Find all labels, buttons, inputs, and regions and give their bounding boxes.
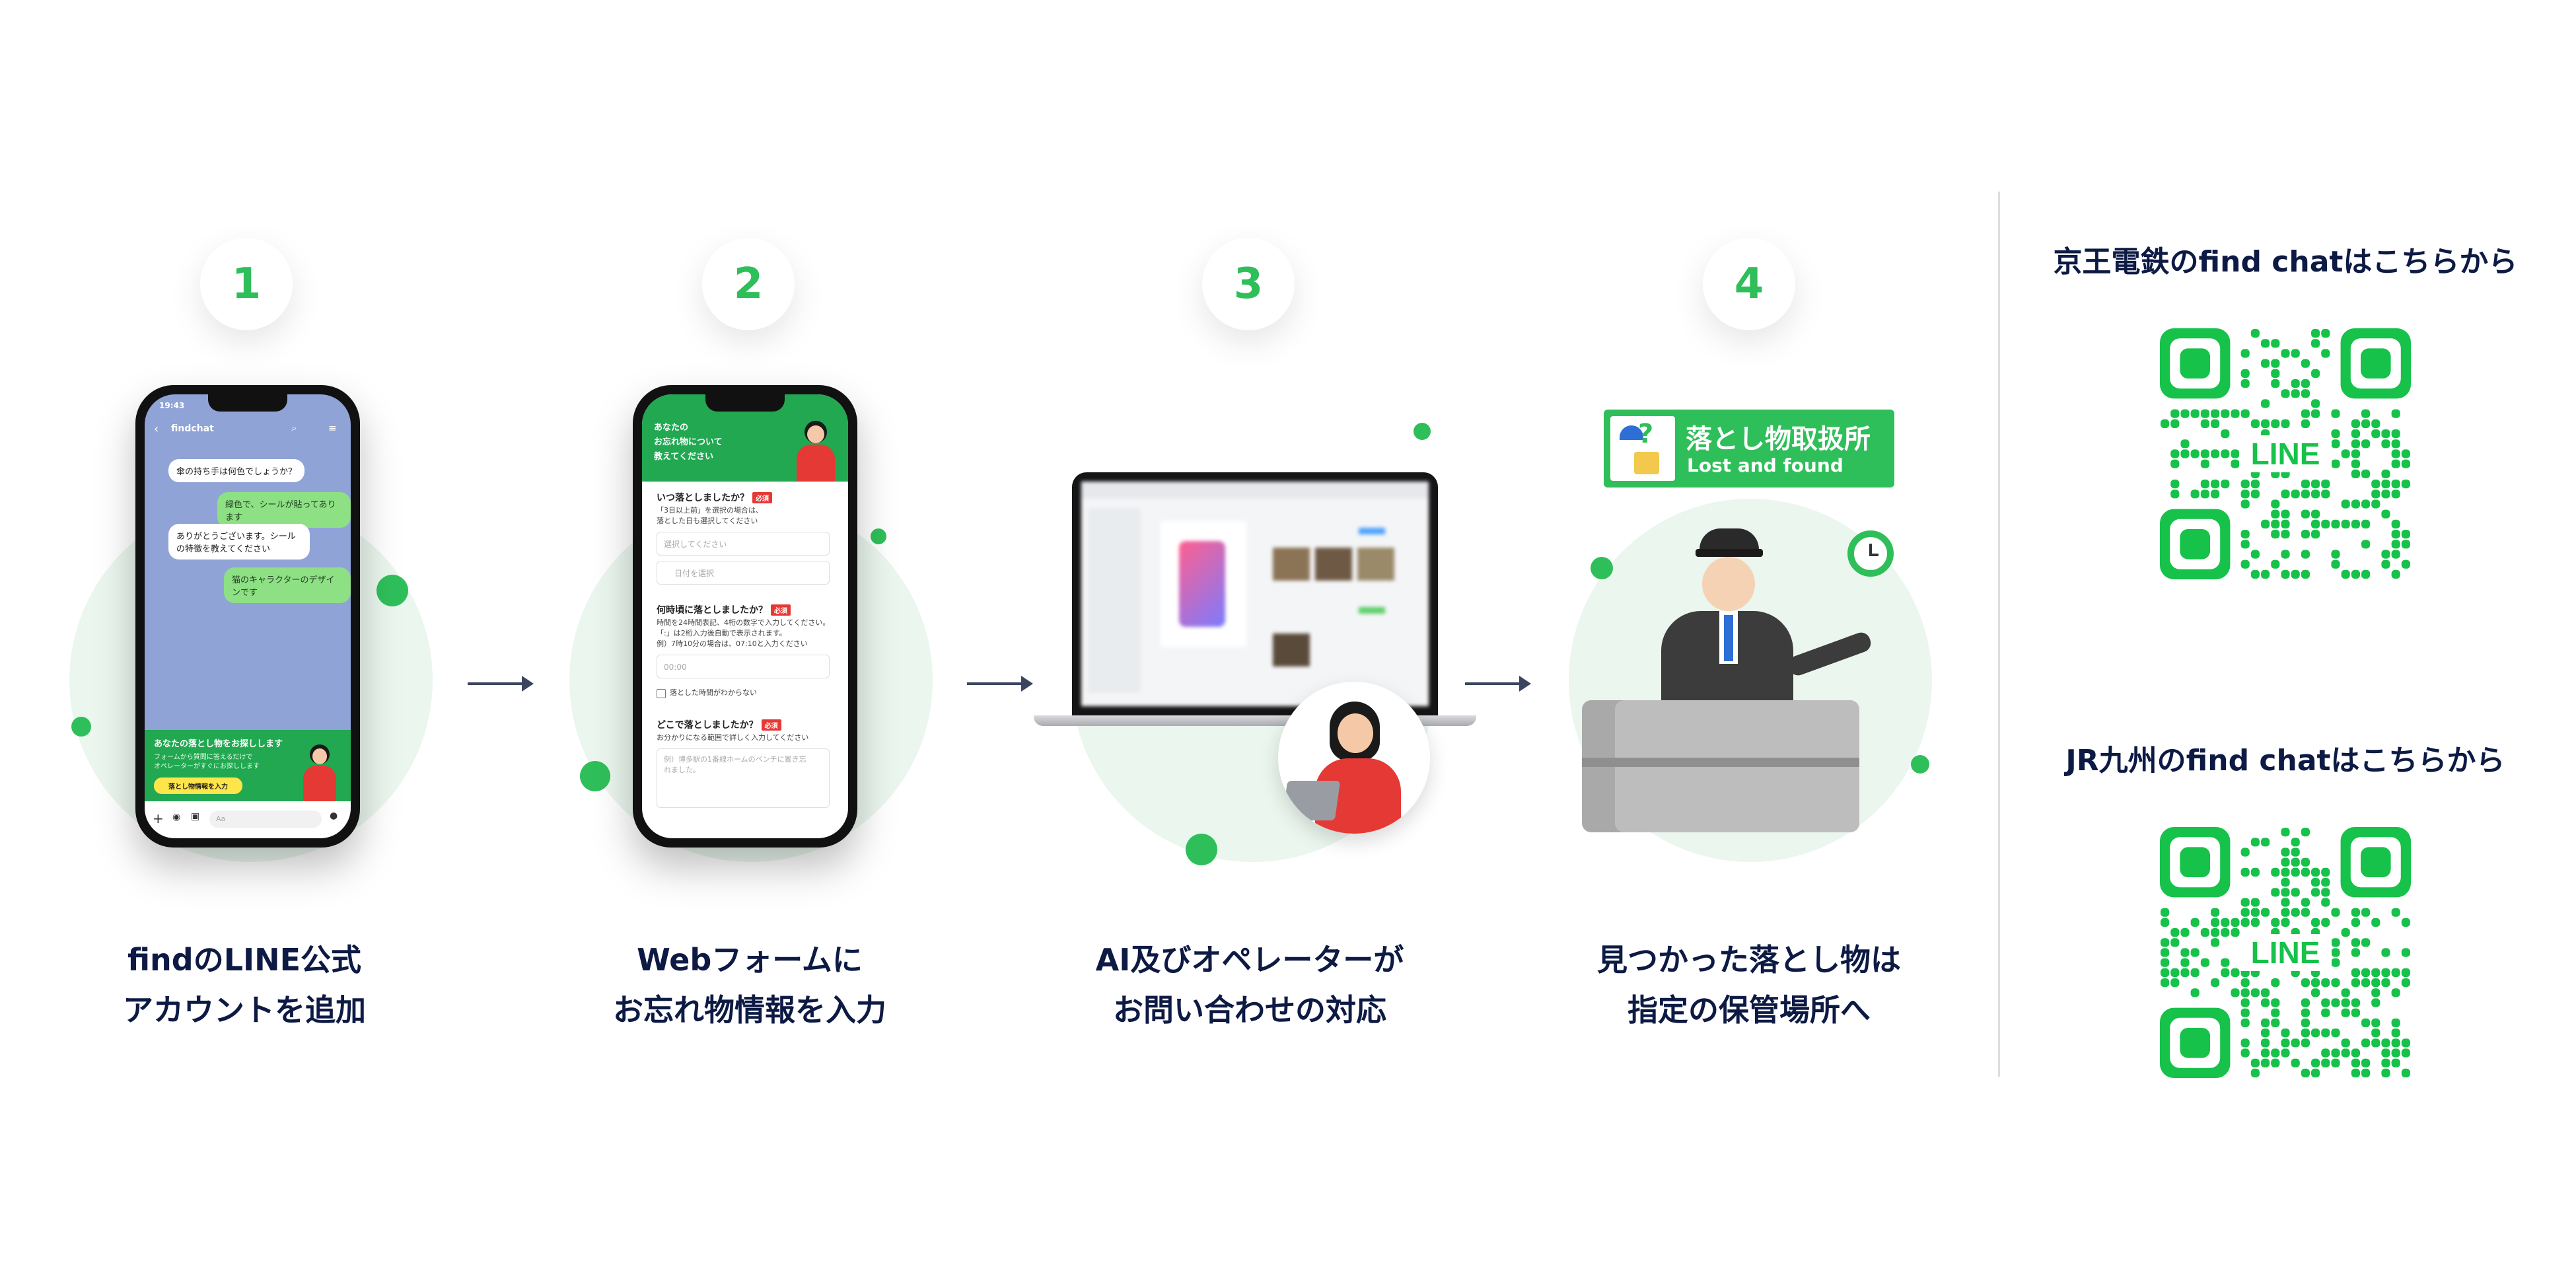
decor-dot xyxy=(580,761,610,791)
checkbox-label: 落とした時間がわからない xyxy=(670,688,757,697)
camera-icon[interactable]: ◉ xyxy=(172,812,181,822)
arrow-icon xyxy=(967,676,1033,692)
status-time: 19:43 xyxy=(159,401,185,410)
operator-avatar-circle xyxy=(1278,682,1430,834)
search-icon[interactable]: ⌕ xyxy=(291,422,297,434)
phone-notch xyxy=(208,394,287,412)
question-where: どこで落としましたか？必須 xyxy=(657,718,781,731)
decor-dot xyxy=(1413,423,1431,440)
question-time: 何時頃に落としましたか？必須 xyxy=(657,603,791,616)
question-desc: お分かりになる範囲で詳しく入力してください xyxy=(657,733,809,742)
step3-caption: AI及びオペレーターが お問い合わせの対応 xyxy=(1065,935,1435,1035)
caption-line: Webフォームに xyxy=(637,942,863,978)
caption-line: お忘れ物情報を入力 xyxy=(613,992,886,1028)
banner-desc: フォームから質問に答えるだけで xyxy=(154,754,253,761)
step2-caption: Webフォームに お忘れ物情報を入力 xyxy=(565,935,935,1035)
time-input[interactable]: 00:00 xyxy=(657,655,830,678)
chat-header: ‹ findchat ⌕ ≡ xyxy=(145,417,351,443)
qr-label-keio: 京王電鉄のfind chatはこちらから xyxy=(2053,245,2518,279)
form-header: あなたの お忘れ物について 教えてください xyxy=(642,394,848,482)
caption-line: お問い合わせの対応 xyxy=(1113,992,1386,1028)
question-desc: 落とした日も選択してください xyxy=(657,517,758,525)
when-select[interactable]: 選択してください xyxy=(657,532,830,556)
header-line: お忘れ物について xyxy=(654,437,723,447)
operator-avatar xyxy=(302,744,336,801)
mic-icon[interactable]: ● xyxy=(330,811,338,821)
caption-line: 指定の保管場所へ xyxy=(1628,992,1871,1028)
find-banner[interactable]: あなたの落とし物をお探しします フォームから質問に答えるだけで オペレーターがす… xyxy=(145,730,351,801)
qr-code-graphic xyxy=(2160,827,2411,1078)
decor-dot xyxy=(1186,834,1217,865)
banner-button[interactable]: 落とし物情報を入力 xyxy=(154,777,242,794)
step-number-2: 2 xyxy=(702,238,795,330)
plus-icon[interactable]: + xyxy=(153,811,164,826)
chat-message: 傘の持ち手は何色でしょうか？ xyxy=(168,459,305,482)
clock-icon xyxy=(1847,530,1894,577)
chat-message: 猫のキャラクターのデザインです xyxy=(224,567,351,603)
decor-dot xyxy=(1911,755,1929,774)
vertical-divider xyxy=(1998,192,2000,1077)
step-number-1: 1 xyxy=(200,238,293,330)
phone-screen-form: あなたの お忘れ物について 教えてください いつ落としましたか？必須 「3日以上… xyxy=(642,394,848,838)
textarea-placeholder: れました。 xyxy=(664,766,700,774)
phone-web-form: あなたの お忘れ物について 教えてください いつ落としましたか？必須 「3日以上… xyxy=(633,385,857,848)
step4-caption: 見つかった落とし物は 指定の保管場所へ xyxy=(1564,935,1934,1035)
arrow-icon xyxy=(468,676,534,692)
question-when: いつ落としましたか？必須 xyxy=(657,491,772,504)
step-number-4: 4 xyxy=(1703,238,1795,330)
textarea-placeholder: 例）博多駅の1番線ホームのベンチに置き忘 xyxy=(664,755,806,764)
banner-title: あなたの落とし物をお探しします xyxy=(154,739,283,749)
header-line: あなたの xyxy=(654,423,689,433)
chat-message: 緑色で、シールが貼ってあります xyxy=(217,492,351,528)
decor-dot xyxy=(376,575,408,606)
required-badge: 必須 xyxy=(752,492,772,503)
decor-dot xyxy=(871,528,886,544)
required-badge: 必須 xyxy=(771,604,791,616)
header-line: 教えてください xyxy=(654,452,713,462)
blurred-dashboard xyxy=(1081,482,1429,706)
line-logo: LINE xyxy=(2239,934,2332,971)
chat-message: ありがとうございます。シールの特徴を教えてください xyxy=(168,524,310,560)
where-textarea[interactable]: 例）博多駅の1番線ホームのベンチに置き忘 れました。 xyxy=(657,748,830,808)
station-staff-illustration xyxy=(1582,525,1912,842)
sign-subtitle: Lost and found xyxy=(1687,454,1843,476)
caption-line: AI及びオペレーターが xyxy=(1095,942,1404,978)
qr-label-jrkyushu: JR九州のfind chatはこちらから xyxy=(2065,744,2505,777)
caption-line: アカウントを追加 xyxy=(123,992,366,1028)
banner-desc: オペレーターがすぐにお探しします xyxy=(154,763,260,770)
form-header-text: あなたの お忘れ物について 教えてください xyxy=(654,421,723,464)
laptop-screen xyxy=(1072,472,1438,715)
phone-line-chat: 19:43 ‹ findchat ⌕ ≡ 傘の持ち手は何色でしょうか？ 緑色で、… xyxy=(135,385,360,848)
laptop-illustration xyxy=(1034,472,1476,730)
step-number-3: 3 xyxy=(1202,238,1295,330)
sign-title: 落とし物取扱所 xyxy=(1686,424,1871,454)
image-icon[interactable]: ▣ xyxy=(191,811,200,822)
decor-dot xyxy=(71,717,91,737)
lost-and-found-sign: ? 落とし物取扱所 Lost and found xyxy=(1604,410,1894,488)
question-desc: 例）7時10分の場合は、07:10と入力ください xyxy=(657,639,808,648)
phone-notch xyxy=(705,394,785,412)
question-desc: 「3日以上前」を選択の場合は、 xyxy=(657,506,763,515)
back-icon[interactable]: ‹ xyxy=(154,422,159,436)
question-desc: 時間を24時間表記、4桁の数字で入力してください。 xyxy=(657,618,830,627)
qr-code-keio[interactable]: LINE xyxy=(2160,328,2411,579)
line-logo: LINE xyxy=(2239,435,2332,472)
operator-illustration xyxy=(795,421,836,482)
question-desc: 「:」は2桁入力後自動で表示されます。 xyxy=(657,629,787,637)
chat-input-bar: + ◉ ▣ Aa ● xyxy=(145,801,351,838)
qr-code-jrkyushu[interactable]: LINE xyxy=(2160,827,2411,1078)
date-input[interactable]: 日付を選択 xyxy=(657,561,830,585)
chat-title: findchat xyxy=(171,423,214,434)
required-badge: 必須 xyxy=(761,719,781,731)
phone-screen-chat: 19:43 ‹ findchat ⌕ ≡ 傘の持ち手は何色でしょうか？ 緑色で、… xyxy=(145,394,351,838)
step1-caption: findのLINE公式 アカウントを追加 xyxy=(59,935,429,1035)
chat-input[interactable]: Aa xyxy=(209,811,322,828)
decor-dot xyxy=(1591,557,1613,579)
arrow-icon xyxy=(1465,676,1531,692)
umbrella-question-icon: ? xyxy=(1610,416,1675,481)
caption-line: findのLINE公式 xyxy=(127,942,362,978)
caption-line: 見つかった落とし物は xyxy=(1597,942,1901,978)
unknown-time-checkbox[interactable] xyxy=(657,689,666,698)
menu-icon[interactable]: ≡ xyxy=(328,422,337,434)
